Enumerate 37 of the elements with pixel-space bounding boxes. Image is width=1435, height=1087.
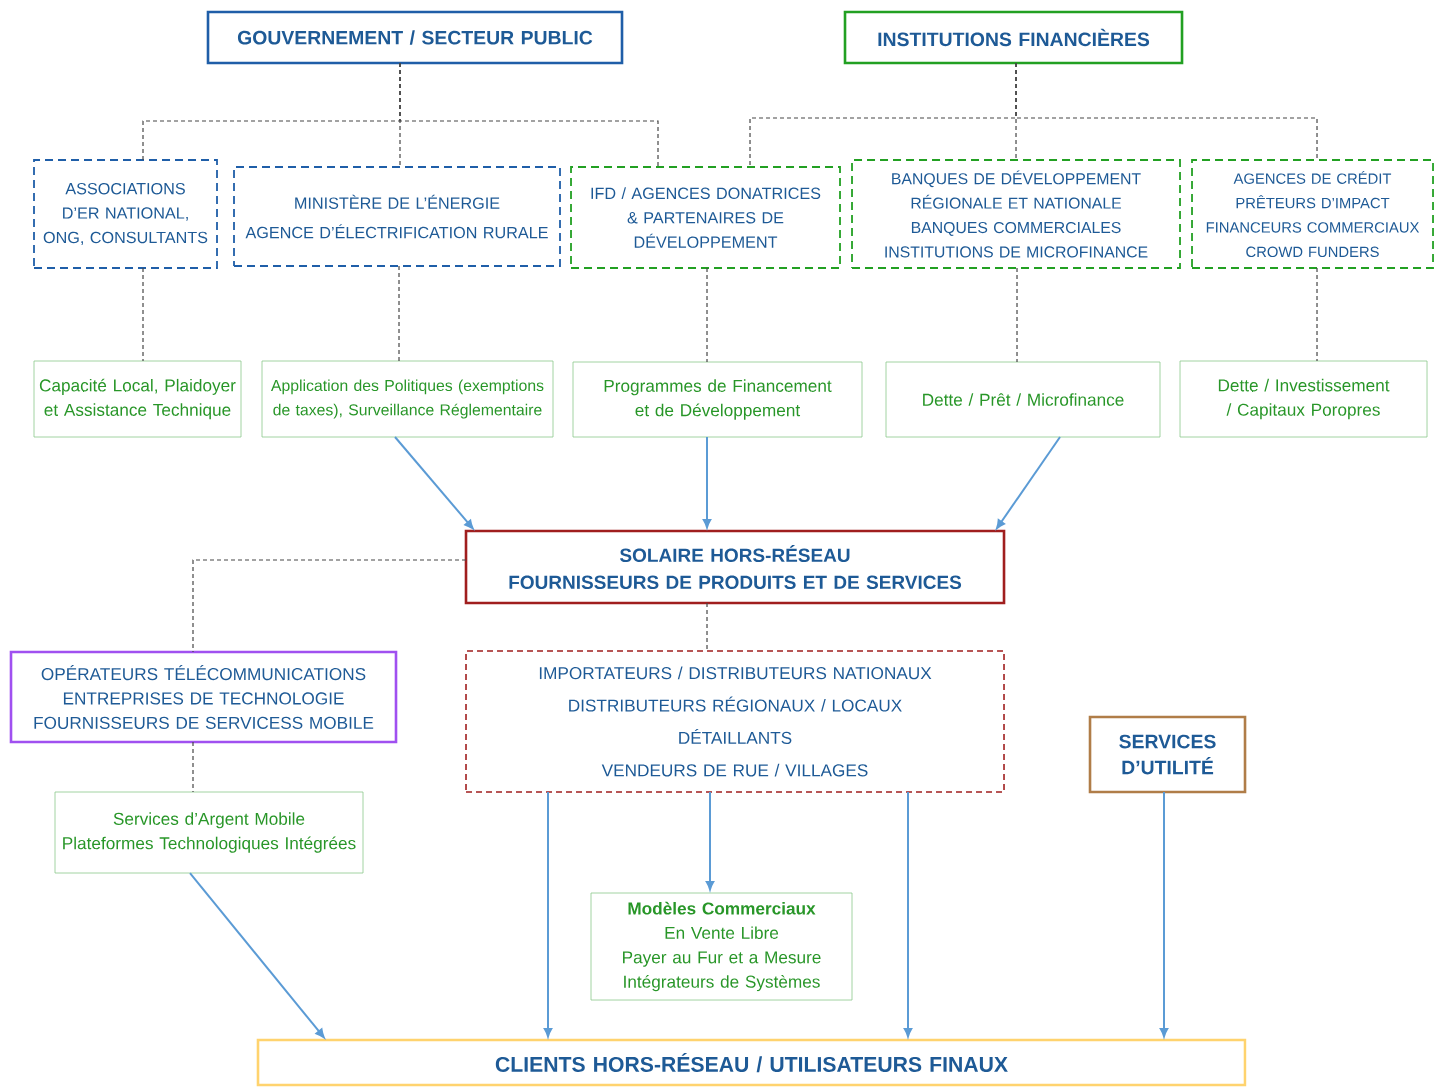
- role-box: Programmes de Financement et de Développement: [572, 361, 863, 438]
- connector-line: [1015, 62, 1318, 161]
- role-box: Application des Politiques (exemptions de taxes), Surveillance Réglementaire: [261, 360, 554, 438]
- connector-line: [706, 602, 708, 652]
- target-box: CLIENTS HORS-RÉSEAU / UTILISATEURS FINAUX: [256, 1038, 1247, 1087]
- actor-box: MINISTÈRE DE L’ÉNERGIE AGENCE D’ÉLECTRIFICATION RURALE: [233, 166, 561, 267]
- actor-box: IFD / AGENCES DONATRICES & PARTENAIRES DE DÉVELOPPEMENT: [570, 166, 841, 269]
- arrow: [702, 436, 712, 529]
- connector-line: [706, 267, 708, 363]
- arrow: [705, 791, 715, 891]
- role-box: Dette / Investissement / Capitaux Poropres: [1179, 360, 1428, 438]
- actor-box: ASSOCIATIONS D’ER NATIONAL, ONG, CONSULTANTS: [33, 159, 218, 269]
- connector-line: [398, 265, 400, 362]
- actor-box: AGENCES DE CRÉDIT PRÊTEURS D’IMPACT FINANCEURS COMMERCIAUX CROWD FUNDERS: [1191, 159, 1434, 269]
- connector-line: [192, 741, 194, 793]
- arrow: [543, 791, 553, 1038]
- actor-box: IMPORTATEURS / DISTRIBUTEURS NATIONAUX DISTRIBUTEURS RÉGIONAUX / LOCAUX DÉTAILLANTS VENDEURS DE RUE / VILLAGES: [465, 650, 1005, 793]
- role-box: Services d’Argent Mobile Plateformes Technologiques Intégrées: [54, 791, 364, 874]
- actor-box: BANQUES DE DÉVELOPPEMENT RÉGIONALE ET NATIONALE BANQUES COMMERCIALES INSTITUTIONS DE MICROFINANCE: [851, 159, 1181, 269]
- arrow: [1159, 791, 1169, 1038]
- role-box: Modèles Commerciaux En Vente Libre Payer au Fur et a Mesure Intégrateurs de Systèmes: [590, 892, 853, 1001]
- role-box: Dette / Prêt / Microfinance: [885, 361, 1161, 438]
- category-box: INSTITUTIONS FINANCIÈRES: [843, 10, 1184, 65]
- arrow: [903, 791, 913, 1038]
- connector-line: [1016, 267, 1018, 363]
- category-box: SOLAIRE HORS-RÉSEAU FOURNISSEURS DE PRODUITS ET DE SERVICES: [464, 529, 1006, 605]
- connector-line: [399, 62, 659, 168]
- connector-line: [192, 559, 467, 653]
- arrow: [394, 436, 474, 530]
- category-box: SERVICES D’UTILITÉ: [1088, 715, 1247, 794]
- connector-line: [1316, 267, 1318, 362]
- arrow: [996, 436, 1061, 529]
- arrow: [189, 872, 325, 1039]
- category-box: GOUVERNEMENT / SECTEUR PUBLIC: [206, 10, 624, 65]
- actor-box: OPÉRATEURS TÉLÉCOMMUNICATIONS ENTREPRISES DE TECHNOLOGIE FOURNISSEURS DE SERVICESS MOBILE: [9, 650, 398, 744]
- role-box: Capacité Local, Plaidoyer et Assistance Technique: [33, 360, 242, 438]
- connector-line: [142, 267, 144, 362]
